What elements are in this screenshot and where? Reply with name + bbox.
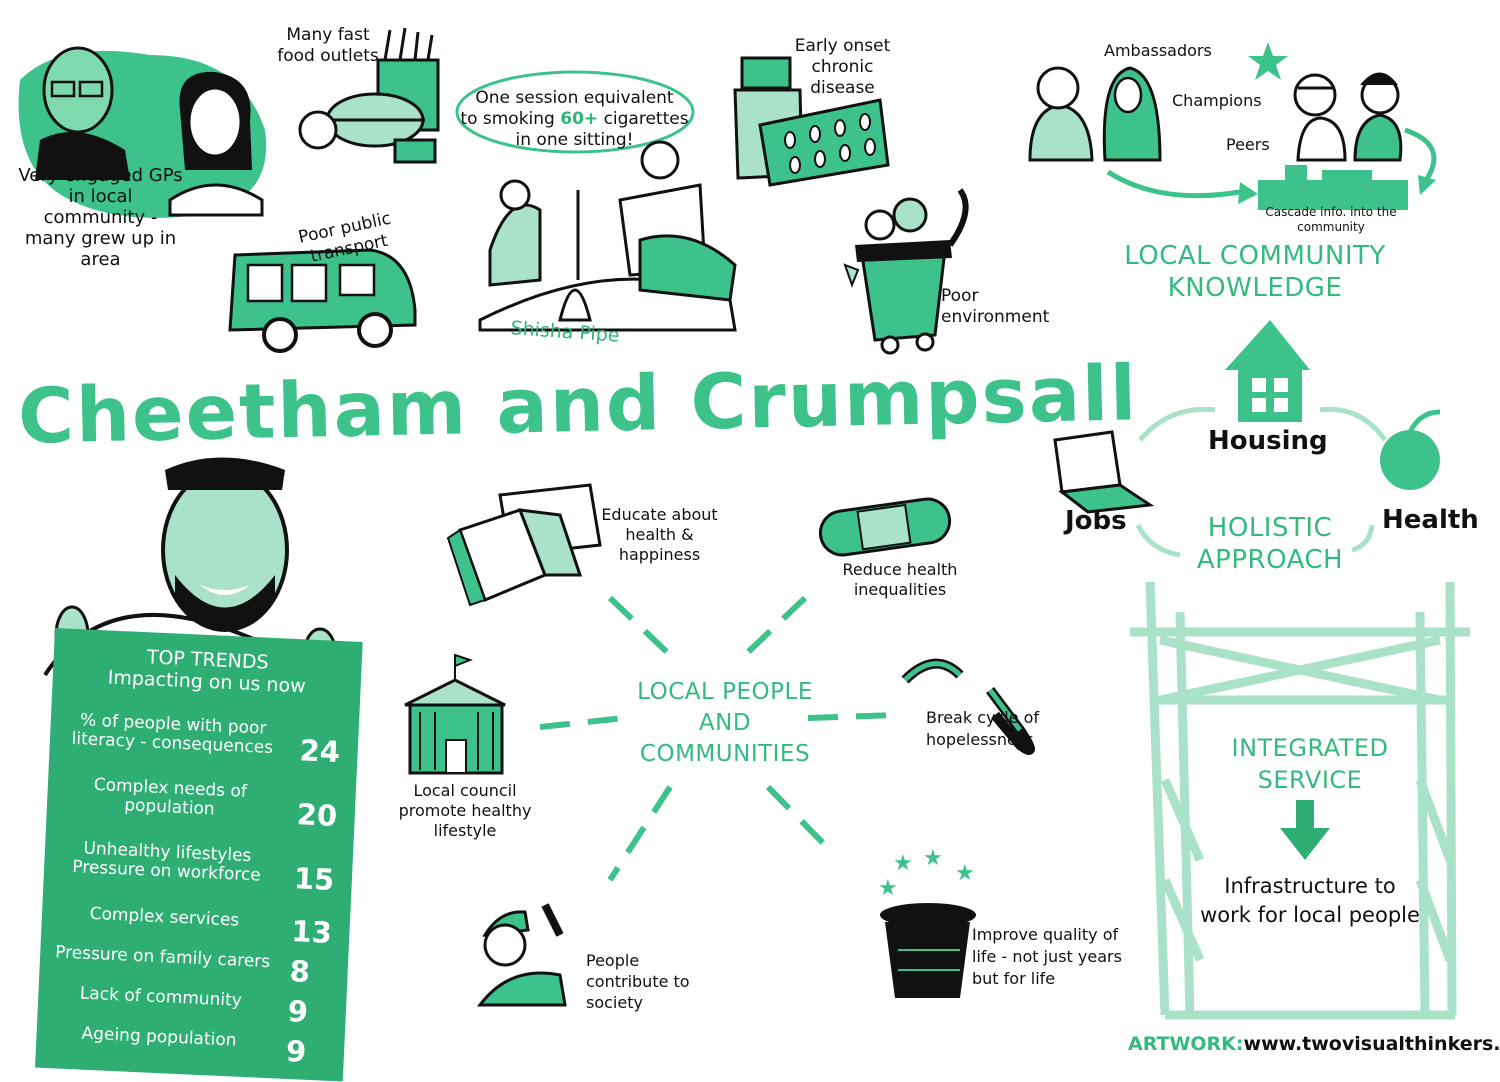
credit-url[interactable]: www.twovisualthinkers.info	[1243, 1033, 1500, 1055]
community-knowledge-heading: LOCAL COMMUNITY KNOWLEDGE	[1124, 241, 1386, 303]
svg-text:★: ★	[923, 846, 943, 871]
reduce-label: Reduce health inequalities	[842, 560, 958, 599]
integrated-service-heading: INTEGRATED SERVICE	[1231, 734, 1389, 794]
health-label: Health	[1382, 505, 1479, 535]
break-cycle-label: Break cycle of hopelessness	[926, 708, 1040, 749]
fast-food-label: Many fast food outlets	[277, 25, 379, 66]
local-people-heading: LOCAL PEOPLE AND COMMUNITIES	[637, 679, 813, 767]
bin-illustration	[843, 188, 969, 355]
cascade-label: Cascade info. into the community	[1265, 205, 1397, 234]
laptop-icon	[1053, 430, 1155, 514]
top-hat-illustration: ★ ★ ★ ★	[878, 846, 976, 998]
shisha-illustration	[455, 70, 737, 332]
council-label: Local council promote healthy lifestyle	[398, 781, 532, 840]
trend-row: Unhealthy lifestyles Pressure on workfor…	[71, 838, 335, 897]
house-icon	[1225, 320, 1310, 422]
holistic-cycle-arrows	[1135, 406, 1388, 558]
community-people-illustration	[1028, 42, 1437, 210]
ambassadors-label: Ambassadors	[1104, 41, 1212, 60]
credit-prefix: ARTWORK:	[1128, 1033, 1244, 1055]
jobs-label: Jobs	[1065, 506, 1127, 536]
contribute-label: People contribute to society	[586, 951, 690, 1012]
housing-label: Housing	[1208, 426, 1328, 456]
holistic-approach-heading: HOLISTIC APPROACH	[1196, 513, 1344, 575]
book-laptop-illustration	[446, 483, 602, 607]
svg-text:★: ★	[878, 876, 898, 901]
center-spokes	[539, 595, 896, 882]
improve-label: Improve quality of life - not just years…	[972, 925, 1122, 988]
artwork-credit: ARTWORK:www.twovisualthinkers.info	[1128, 1033, 1500, 1055]
trends-header: TOP TRENDS Impacting on us now	[107, 646, 307, 698]
bus-illustration	[228, 248, 417, 353]
pills-illustration	[733, 56, 890, 187]
gps-label: Very engaged GPs in local community - ma…	[18, 165, 183, 270]
educate-label: Educate about health & happiness	[601, 505, 718, 564]
fast-food-illustration	[298, 27, 440, 164]
infrastructure-label: Infrastructure to work for local people	[1200, 874, 1420, 927]
down-arrow-icon	[1280, 800, 1330, 860]
disease-label: Early onset chronic disease	[794, 36, 891, 98]
champions-label: Champions	[1172, 91, 1262, 110]
shisha-quote: One session equivalent to smoking 60+ ci…	[460, 88, 689, 150]
council-building-illustration	[404, 653, 506, 775]
doctors-illustration	[18, 46, 267, 218]
environment-label: Poor environment	[941, 286, 1050, 327]
worker-illustration	[476, 903, 567, 1007]
top-trends-board: TOP TRENDS Impacting on us now % of peop…	[35, 628, 363, 1082]
peers-label: Peers	[1226, 135, 1270, 154]
svg-text:★: ★	[893, 851, 913, 876]
apple-icon	[1380, 409, 1441, 490]
plaster-illustration	[818, 497, 952, 557]
pylon-illustration	[1130, 581, 1470, 1020]
svg-text:★: ★	[955, 861, 975, 886]
trend-row: % of people with poor literacy - consequ…	[71, 710, 341, 770]
broken-chain-illustration	[901, 658, 1035, 755]
